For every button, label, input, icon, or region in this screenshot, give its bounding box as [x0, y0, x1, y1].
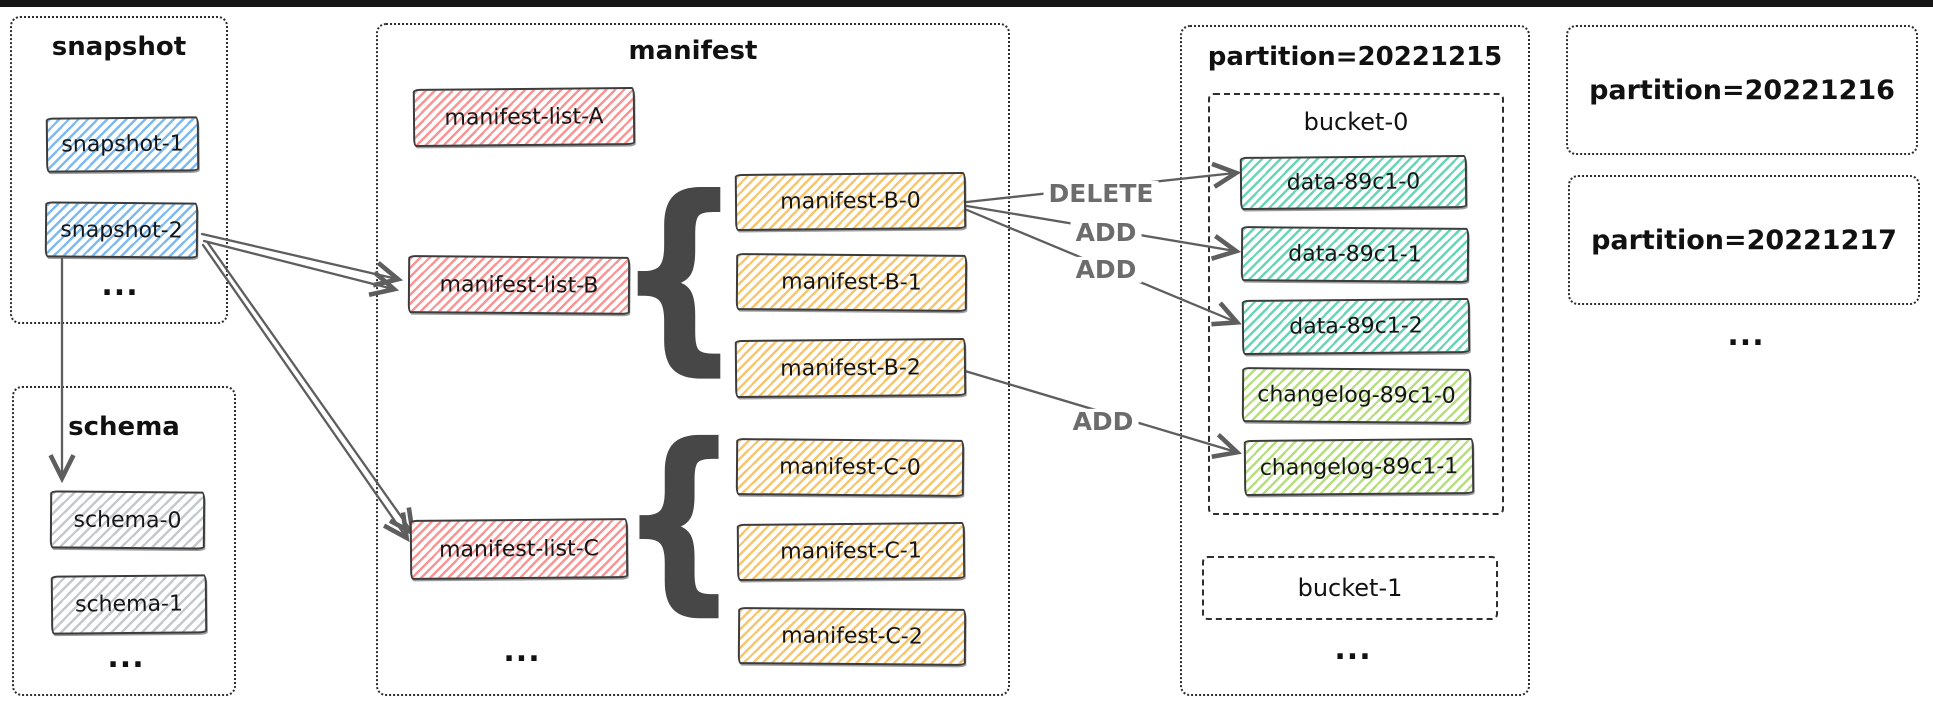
changelog-89c1-0-box: changelog-89c1-0	[1241, 367, 1472, 424]
snapshot-ellipsis: ...	[101, 268, 139, 303]
partition-20221217-group: partition=20221217	[1568, 175, 1920, 305]
schema-group-title: schema	[68, 412, 180, 442]
manifest-b-1-box: manifest-B-1	[735, 253, 968, 312]
manifest-b-0-box: manifest-B-0	[734, 171, 967, 232]
arrow-snapshot2-to-manifest-list-b	[200, 232, 404, 288]
partitions-ellipsis: ...	[1727, 318, 1765, 353]
partition-20221217-title: partition=20221217	[1591, 224, 1897, 256]
bucket-0-title: bucket-0	[1303, 108, 1409, 136]
snapshot-group-title: snapshot	[51, 32, 187, 62]
schema-1-box: schema-1	[50, 574, 208, 635]
snapshot-2-box: snapshot-2	[44, 201, 199, 259]
manifest-c-2-box: manifest-C-2	[737, 607, 967, 666]
partition-20221216-title: partition=20221216	[1589, 74, 1895, 106]
snapshot-group: snapshot	[10, 16, 228, 324]
changelog-89c1-1-box: changelog-89c1-1	[1243, 437, 1475, 497]
brace-icon: {	[619, 403, 740, 634]
snapshot-1-box: snapshot-1	[45, 116, 200, 173]
data-89c1-0-box: data-89c1-0	[1239, 155, 1468, 210]
manifest-c-0-box: manifest-C-0	[735, 438, 965, 497]
edge-label-delete: DELETE	[1043, 180, 1159, 208]
arrow-snapshot2-to-manifest-list-b-2	[202, 239, 400, 298]
manifest-list-a-box: manifest-list-A	[412, 87, 636, 147]
bucket-1-title: bucket-1	[1297, 574, 1403, 602]
edge-label-add-3: ADD	[1067, 408, 1139, 436]
schema-0-box: schema-0	[49, 490, 206, 550]
bucket-1-group: bucket-1	[1202, 556, 1498, 620]
window-top-bar	[0, 0, 1933, 7]
manifest-list-c-box: manifest-list-C	[409, 518, 629, 580]
data-89c1-2-box: data-89c1-2	[1241, 298, 1471, 355]
edge-label-add-2: ADD	[1070, 256, 1142, 284]
schema-group: schema	[12, 386, 236, 696]
partition-20221215-group: partition=20221215 bucket-0 bucket-1	[1180, 25, 1530, 696]
manifest-list-b-box: manifest-list-B	[407, 255, 631, 315]
manifest-b-2-box: manifest-B-2	[734, 337, 967, 399]
schema-ellipsis: ...	[107, 640, 145, 675]
brace-icon: {	[616, 154, 742, 395]
partition-20221215-title: partition=20221215	[1207, 42, 1503, 72]
manifest-c-1-box: manifest-C-1	[736, 522, 966, 581]
edge-label-add-1: ADD	[1070, 219, 1142, 247]
manifest-ellipsis: ...	[503, 634, 541, 669]
manifest-group-title: manifest	[628, 36, 758, 66]
partition-20221216-group: partition=20221216	[1566, 25, 1918, 155]
data-89c1-1-box: data-89c1-1	[1240, 226, 1470, 283]
partition-20221215-ellipsis: ...	[1334, 632, 1372, 667]
